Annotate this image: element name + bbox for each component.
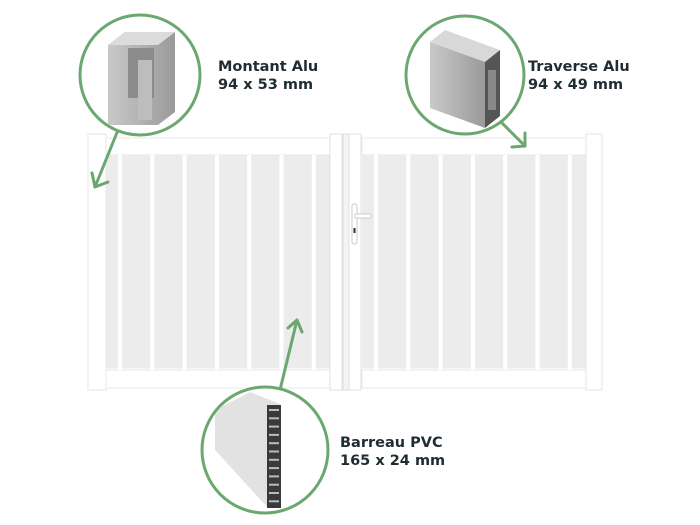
traverse-profile-image [404,14,526,136]
montant-dims: 94 x 53 mm [218,77,314,93]
handle-icon [351,203,372,245]
barreau-rib [269,442,279,445]
barreau-label: Barreau PVC 165 x 24 mm [340,434,445,470]
slat-gap [470,155,475,370]
barreau-rib [269,425,279,428]
barreau-rib [269,433,279,436]
barreau-dims: 165 x 24 mm [340,453,446,469]
slat-gap [438,155,443,370]
barreau-rib [269,467,279,470]
barreau-rib [269,500,279,503]
barreau-rib [269,409,279,411]
slat-gap [279,155,284,370]
barreau-name: Barreau PVC [340,435,443,451]
slat-gap [535,155,540,370]
barreau-profile-image [200,385,330,515]
slat-gap [247,155,252,370]
slat-gap [406,155,411,370]
barreau-rib [269,450,279,453]
barreau-rib [269,475,279,478]
barreau-rib [269,417,279,420]
slat-gap [311,155,316,370]
traverse-dims: 94 x 49 mm [528,77,624,93]
traverse-label: Traverse Alu 94 x 49 mm [528,58,630,94]
montant-name: Montant Alu [218,59,319,75]
barreau-rib [269,483,279,486]
gate [87,133,603,391]
barreau-rib [269,458,279,461]
montant-profile-image [78,13,202,137]
slat-gap [567,155,572,370]
montant-label: Montant Alu 94 x 53 mm [218,58,318,94]
traverse-name: Traverse Alu [528,59,630,75]
barreau-rib [269,492,279,494]
slat-gap [503,155,508,370]
slat-gap [118,155,122,370]
slat-gap [374,155,378,370]
slat-gap [182,155,187,370]
slat-gap [214,155,219,370]
slat-gap [150,155,155,370]
